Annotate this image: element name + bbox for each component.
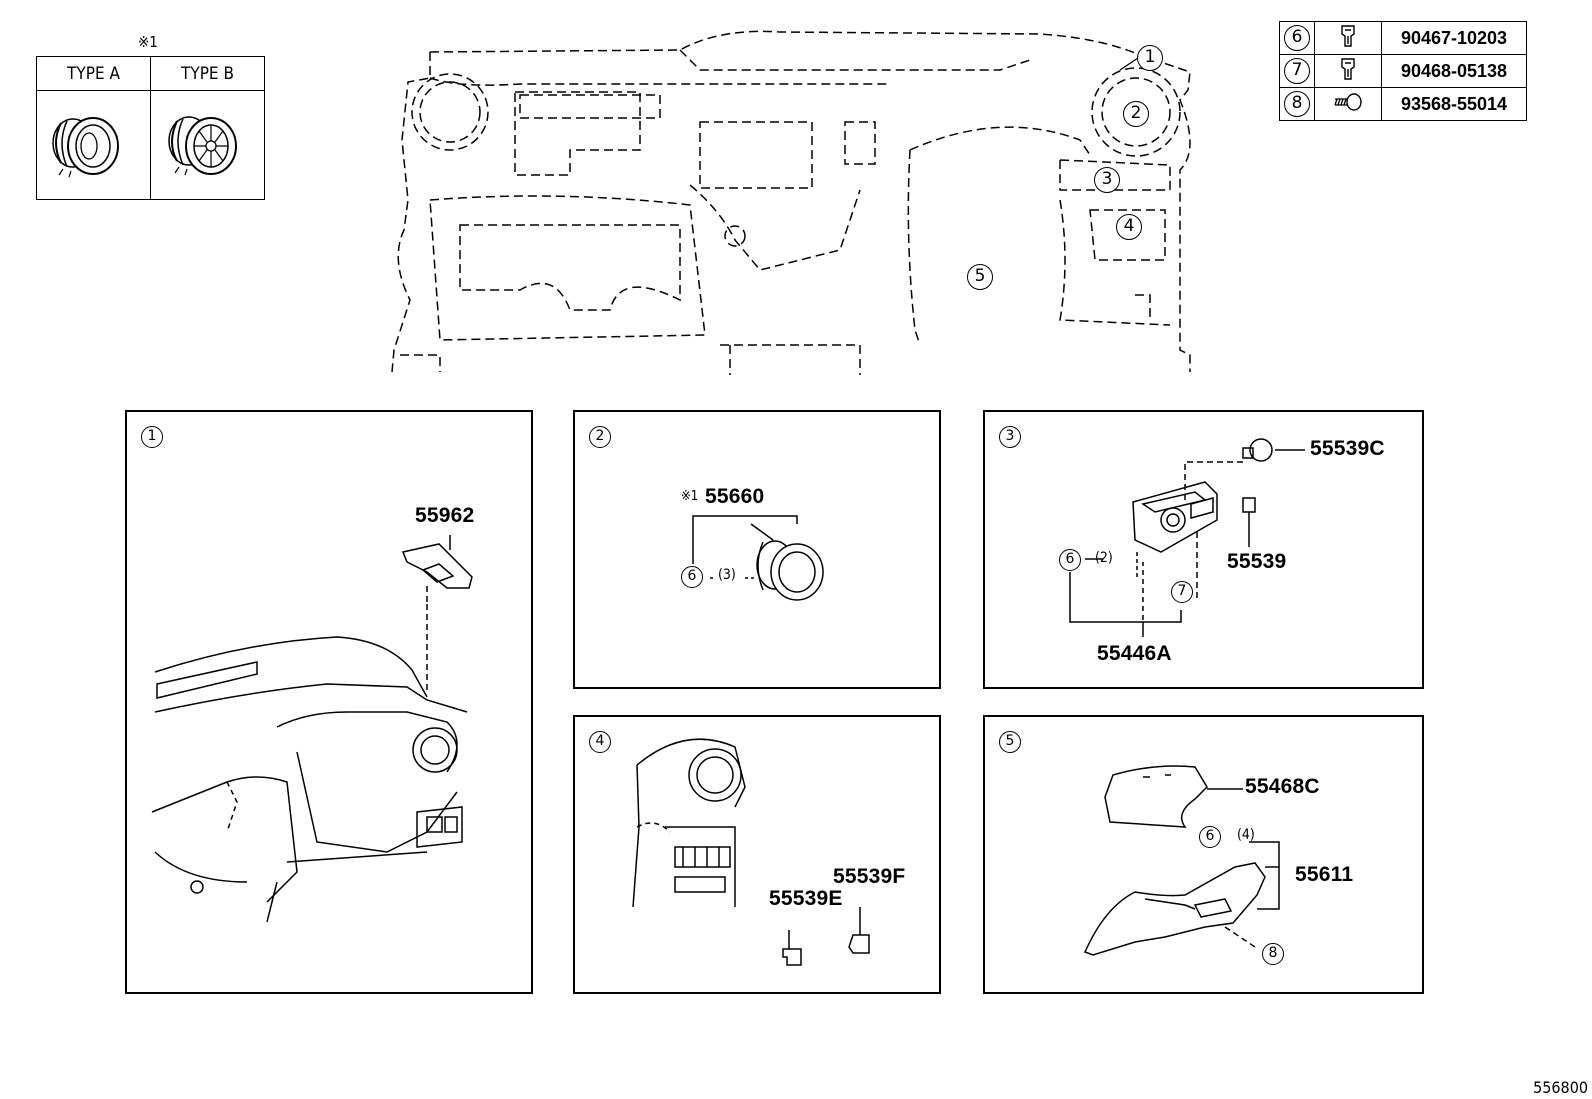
fastener-qty: (4) [1237, 827, 1255, 843]
lower-panel-drawing [1083, 765, 1280, 956]
overview-callout-5: 5 [967, 264, 993, 290]
panel-5: 5 55468C 55611 6 (4) 8 [983, 715, 1424, 994]
switch-panel-drawing [1069, 438, 1305, 637]
fastener-ref-8: 8 [1262, 943, 1284, 965]
type-b-image [150, 90, 265, 200]
panel-5-callout: 5 [999, 731, 1021, 753]
vent-type-a-icon [52, 117, 119, 178]
part-55660: 55660 [705, 485, 765, 508]
upper-dash-trim-drawing [151, 535, 473, 923]
part-55539F: 55539F [833, 865, 906, 888]
diagram-id: 556800 [1533, 1078, 1588, 1097]
panel-2: 2 ※1 55660 6 (3) [573, 410, 941, 689]
panel-2-callout: 2 [589, 426, 611, 448]
fastener-table: 6 90467-10203 7 90468-05138 8 93568-5501… [1279, 21, 1527, 121]
vent-type-b-icon [168, 116, 237, 176]
side-vent-drawing [692, 515, 824, 601]
panel-3: 3 55539C 55539 55446A 6 (2) [983, 410, 1424, 689]
part-55539E: 55539E [769, 887, 843, 910]
panel-4: 4 55539E 55539F [573, 715, 941, 994]
panel-1: 1 55962 [125, 410, 533, 994]
fastener-ref-6: 6 [681, 566, 703, 588]
panel-4-callout: 4 [589, 731, 611, 753]
fastener-qty: (2) [1095, 550, 1113, 566]
type-a-label: TYPE A [36, 56, 151, 91]
type-b-label: TYPE B [150, 56, 265, 91]
panel-3-callout: 3 [999, 426, 1021, 448]
fastener-qty: (3) [718, 567, 736, 583]
fastener-row: 7 90468-05138 [1279, 54, 1527, 88]
blank-switch-drawing [632, 738, 870, 966]
part-number: 93568-55014 [1381, 87, 1527, 121]
part-55962: 55962 [415, 504, 475, 527]
callout-6: 6 [1284, 25, 1310, 51]
fastener-ref-6: 6 [1059, 549, 1081, 571]
fastener-ref-7: 7 [1171, 581, 1193, 603]
part-55446A: 55446A [1097, 642, 1172, 665]
part-55539C: 55539C [1310, 437, 1385, 460]
fastener-row: 8 93568-55014 [1279, 87, 1527, 121]
callout-7: 7 [1284, 58, 1310, 84]
clip-icon [1314, 21, 1382, 55]
panel-1-callout: 1 [141, 426, 163, 448]
screw-icon [1314, 87, 1382, 121]
part-number: 90468-05138 [1381, 54, 1527, 88]
fastener-ref-6: 6 [1199, 826, 1221, 848]
overview-callout-4: 4 [1116, 214, 1142, 240]
type-table: TYPE A TYPE B [36, 56, 265, 200]
part-55611: 55611 [1295, 863, 1354, 886]
overview-callout-1: 1 [1137, 45, 1163, 71]
callout-8: 8 [1284, 91, 1310, 117]
note-mark: ※1 [138, 33, 158, 51]
overview-callout-2: 2 [1123, 101, 1149, 127]
note-mark-2: ※1 [681, 489, 699, 504]
type-a-image [36, 90, 151, 200]
part-55539: 55539 [1227, 550, 1287, 573]
part-55468C: 55468C [1245, 775, 1320, 798]
overview-callout-3: 3 [1094, 167, 1120, 193]
